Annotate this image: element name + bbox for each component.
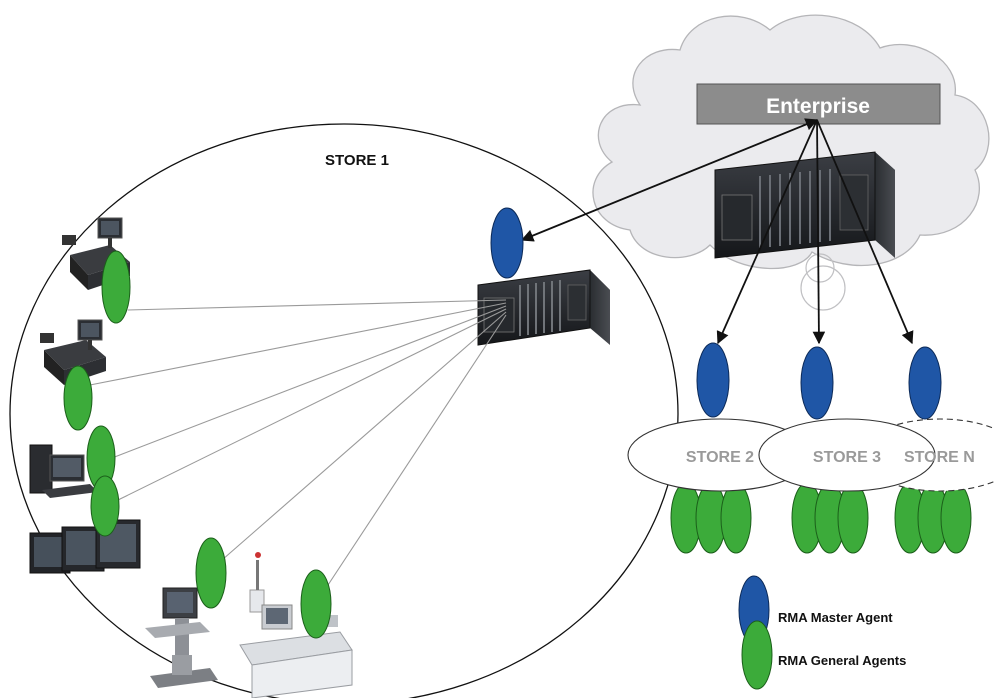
- store-3-label: STORE 3: [813, 449, 881, 466]
- legend-general-label: RMA General Agents: [778, 653, 906, 668]
- general-agent: [101, 250, 131, 324]
- monitor-icon: [29, 519, 141, 574]
- general-agent: [90, 475, 120, 537]
- store-1-general-agents: [63, 250, 332, 639]
- enterprise-box: Enterprise: [696, 83, 941, 125]
- legend-master-label: RMA Master Agent: [778, 610, 893, 625]
- general-agent: [300, 569, 332, 639]
- enterprise-links: [520, 118, 914, 345]
- store-2-label: STORE 2: [686, 449, 754, 466]
- store-3-oval: [758, 418, 936, 492]
- store-3-general-agents: [791, 482, 869, 554]
- legend: RMA Master Agent RMA General Agents: [738, 575, 906, 690]
- store-1-boundary: [9, 123, 679, 698]
- master-agent-store-1: [490, 207, 524, 279]
- legend-general-swatch: [741, 620, 773, 690]
- desktop-computer-icon: [29, 444, 98, 498]
- enterprise-label: Enterprise: [766, 95, 870, 118]
- store-2-general-agents: [670, 482, 752, 554]
- kiosk-icon: [145, 587, 218, 688]
- store-n-general-agents: [894, 482, 972, 554]
- general-agent: [63, 365, 93, 431]
- server-icon: [477, 269, 610, 346]
- general-agent: [940, 482, 972, 554]
- pos-terminal-icon: [40, 319, 106, 385]
- general-agent: [720, 482, 752, 554]
- store-n-label: STORE N: [904, 449, 975, 466]
- self-checkout-icon: [239, 552, 353, 698]
- master-agent-store-n: [908, 346, 942, 420]
- store-1-connections: [89, 299, 507, 586]
- master-agent-store-2: [696, 342, 730, 418]
- store-1-label: STORE 1: [325, 152, 389, 169]
- general-agent: [837, 482, 869, 554]
- general-agent: [195, 537, 227, 609]
- master-agent-store-3: [800, 346, 834, 420]
